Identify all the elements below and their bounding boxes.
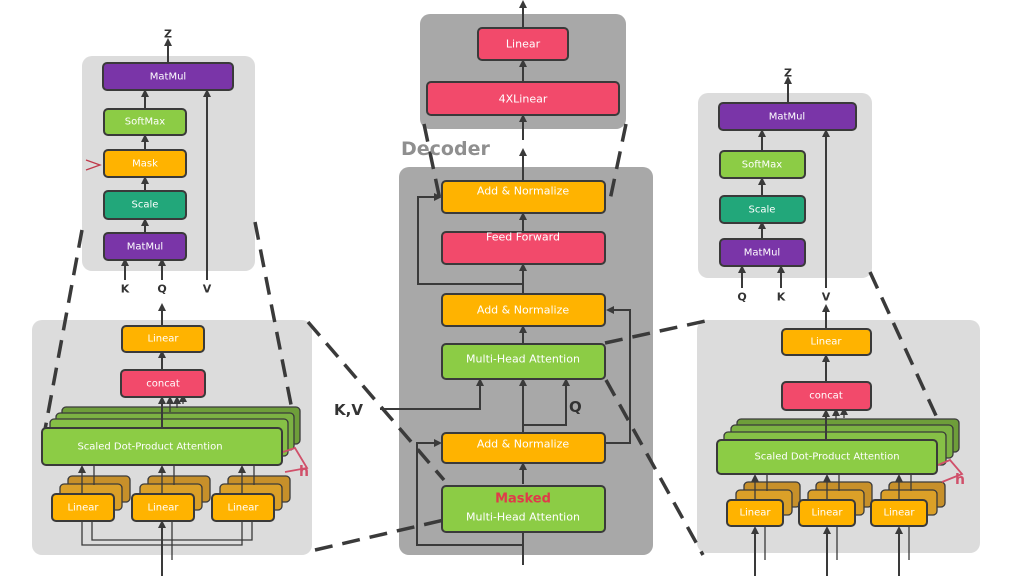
right-mha-arrows	[751, 304, 964, 576]
left-linear-3-label: Linear	[227, 503, 259, 514]
left-matmul-bottom-label: MatMul	[127, 242, 163, 253]
left-softmax-label: SoftMax	[125, 117, 165, 128]
right-sdpa-label: Scaled Dot-Product Attention	[754, 452, 899, 463]
left-sdpa-label: Scaled Dot-Product Attention	[77, 442, 222, 453]
right-linear-3-label: Linear	[883, 508, 915, 519]
right-concat-box	[781, 381, 872, 411]
left-h-label: h	[299, 464, 309, 480]
left-matmul-top-label: MatMul	[150, 72, 186, 83]
left-linear-1-label: Linear	[67, 503, 99, 514]
left-matmul-top-box	[102, 62, 234, 91]
decoder-add-norm-top-box	[441, 180, 606, 214]
decoder-4xlinear-label: 4XLinear	[499, 93, 548, 106]
decoder-title: Decoder	[401, 138, 490, 160]
left-softmax-box	[103, 108, 187, 136]
left-linear-2-box	[131, 493, 195, 522]
right-linear-1-label: Linear	[739, 508, 771, 519]
decoder-add-norm-mid-label: Add & Normalize	[477, 304, 569, 317]
left-linear-1-box	[51, 493, 115, 522]
right-linear-2-label: Linear	[811, 508, 843, 519]
right-scale-label: Scale	[749, 205, 776, 216]
right-softmax-label: SoftMax	[742, 160, 782, 171]
left-concat-label: concat	[146, 379, 180, 390]
decoder-feed-forward-label: Feed Forward	[486, 231, 560, 244]
right-scale-box	[719, 195, 806, 224]
right-input-k: K	[777, 291, 786, 304]
left-input-q: Q	[157, 283, 166, 296]
right-attention-arrows	[738, 76, 830, 288]
decoder-linear-box	[477, 27, 569, 61]
decoder-add-norm-bottom-box	[441, 432, 606, 464]
right-linear-out-box	[781, 328, 872, 356]
left-attention-arrows	[85, 38, 211, 280]
left-sdpa-box	[41, 427, 283, 466]
decoder-add-norm-mid-box	[441, 293, 606, 327]
left-matmul-bottom-box	[103, 232, 187, 261]
right-sdpa-box	[716, 439, 938, 475]
right-linear-1-box	[726, 499, 784, 527]
left-input-v: V	[203, 283, 212, 296]
right-linear-3-box	[870, 499, 928, 527]
right-linear-2-box	[798, 499, 856, 527]
left-linear-out-label: Linear	[147, 334, 179, 345]
left-mask-label: Mask	[132, 159, 158, 170]
left-linear-out-box	[121, 325, 205, 353]
right-output-z: Z	[784, 67, 792, 80]
right-concat-label: concat	[809, 391, 843, 402]
decoder-masked-label: Masked	[495, 492, 551, 507]
left-concat-box	[120, 369, 206, 398]
right-softmax-box	[719, 150, 806, 179]
decoder-add-norm-top-label: Add & Normalize	[477, 185, 569, 198]
decoder-add-norm-bottom-label: Add & Normalize	[477, 438, 569, 451]
decoder-masked-mha-box	[441, 485, 606, 533]
right-matmul-top-box	[718, 102, 857, 131]
left-linear-3-box	[211, 493, 275, 522]
decoder-linear-label: Linear	[506, 38, 541, 51]
left-mask-box	[103, 149, 187, 178]
right-linear-out-label: Linear	[810, 337, 842, 348]
right-h-label: h	[955, 472, 965, 488]
decoder-masked-mha-label: Multi-Head Attention	[466, 511, 580, 524]
left-scale-box	[103, 190, 187, 220]
dashed-connectors	[42, 123, 946, 556]
right-matmul-bottom-label: MatMul	[744, 248, 780, 259]
decoder-4xlinear-box	[426, 81, 620, 116]
q-label: Q	[569, 398, 582, 416]
right-matmul-top-label: MatMul	[769, 112, 805, 123]
left-input-k: K	[121, 283, 130, 296]
right-attention-panel	[698, 93, 872, 278]
right-matmul-bottom-box	[719, 238, 806, 267]
right-input-v: V	[822, 291, 831, 304]
decoder-mha-box	[441, 343, 606, 380]
decoder-feed-forward-box	[441, 231, 606, 265]
left-output-z: Z	[164, 28, 172, 41]
left-scale-label: Scale	[132, 200, 159, 211]
decoder-mha-label: Multi-Head Attention	[466, 353, 580, 366]
left-linear-2-label: Linear	[147, 503, 179, 514]
kv-label: K,V	[334, 401, 363, 419]
right-input-q: Q	[737, 291, 746, 304]
